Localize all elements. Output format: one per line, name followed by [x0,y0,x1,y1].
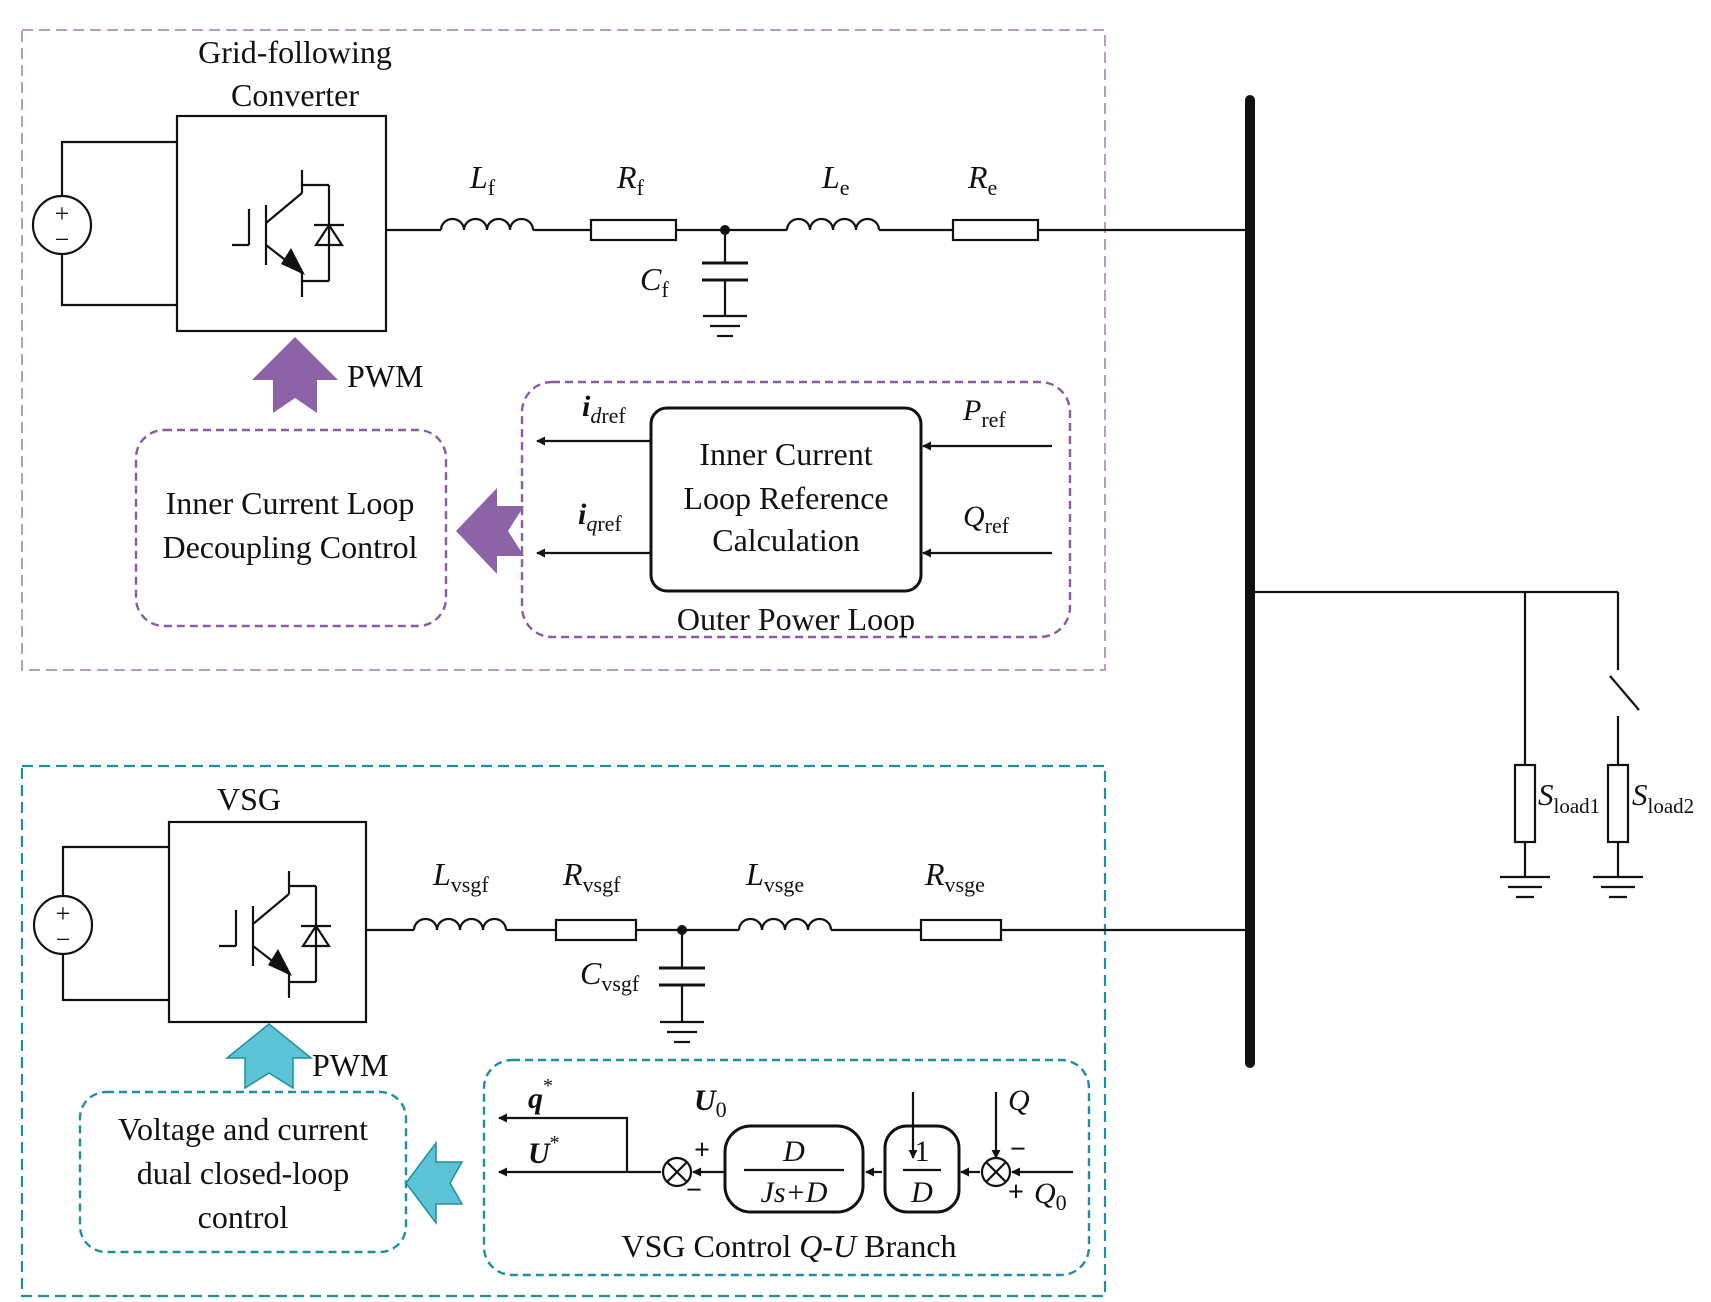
svg-text:−: − [55,225,70,254]
vsg-qu-branch-label: VSG Control Q-U Branch [621,1228,956,1264]
vsg-control-flow-arrow [405,1140,464,1226]
gfl-inner-loop-line2: Decoupling Control [162,529,417,565]
gfl-pref-label: Pref [962,394,1006,432]
svg-text:+: + [56,899,71,928]
svg-text:−: − [56,925,71,954]
vsg-inner-loop-line1: Voltage and current [118,1111,368,1147]
gfl-outer-loop-label: Outer Power Loop [677,601,915,637]
vsg-inner-loop-box [78,1090,408,1254]
gfl-outer-loop-box [520,380,1072,639]
gfl-pwm-arrow [252,337,338,413]
gfl-resistor-f [589,218,678,242]
vsg-sum-junction-u [661,1156,693,1188]
gfl-resistor-e [951,218,1040,242]
vsg-plus-sign-q0: + [1008,1177,1024,1208]
gfl-inner-loop-box [134,428,448,628]
vsg-block-inertia-num: D [782,1135,805,1168]
vsg-qu-control-wiring [498,1092,1073,1177]
vsg-resistor-f-label: Rvsgf [562,856,621,897]
vsg-resistor-e-label: Rvsge [924,856,985,897]
vsg-ac-line [366,917,1246,1044]
gfl-control-flow-arrow [456,488,524,574]
vsg-block-inertia [723,1124,865,1214]
vsg-pwm-label: PWM [312,1047,388,1083]
vsg-inductor-e-label: Lvsge [745,856,804,897]
vsg-resistor-f [554,918,638,942]
vsg-dc-source: + − [32,845,169,1002]
gfl-inductor-e-label: Le [821,159,850,200]
vsg-block-inertia-den: Js+D [761,1176,828,1209]
gfl-dc-source: + − [31,140,177,307]
vsg-block-droop-den: D [910,1176,933,1209]
vsg-u0-label: U0 [694,1084,727,1122]
gfl-resistor-f-label: Rf [616,159,645,200]
vsg-inner-loop-line3: control [198,1199,289,1235]
vsg-pwm-arrow [224,1023,314,1090]
load2-label: Sload2 [1632,777,1694,818]
gfl-ac-line [386,217,1246,338]
gfl-title-line1: Grid-following [198,34,392,70]
load2-resistor [1606,763,1630,844]
gfl-qref-label: Qref [963,500,1010,538]
gfl-pwm-label: PWM [347,358,423,394]
gfl-ref-calc-line3: Calculation [712,522,860,558]
vsg-u-star-label: U* [528,1132,560,1170]
vsg-minus-sign-q: − [1010,1134,1026,1165]
gfl-idref-label: idref [582,390,626,428]
vsg-section-border [20,764,1107,1298]
vsg-block-droop [883,1124,961,1214]
gfl-title-line2: Converter [231,77,359,113]
vsg-capacitor-f-label: Cvsgf [580,955,640,996]
gfl-converter-box [175,114,388,333]
vsg-resistor-e [919,918,1003,942]
gfl-capacitor-f-label: Cf [640,261,669,302]
vsg-q-star-label: q* [528,1075,553,1115]
gfl-ref-calc-box [649,406,923,593]
load-feeder [1250,590,1643,899]
load1-resistor [1513,763,1537,844]
vsg-converter-box [167,820,368,1024]
svg-text:+: + [55,199,70,228]
load2-switch [1609,675,1640,711]
vsg-block-droop-num: 1 [915,1135,930,1168]
load1-label: Sload1 [1538,777,1600,818]
gfl-resistor-e-label: Re [967,159,997,200]
vsg-plus-sign-u0: + [694,1135,710,1166]
vsg-qu-branch-box [482,1058,1091,1277]
vsg-q0-label: Q0 [1034,1177,1067,1215]
gfl-section-border [21,29,1106,671]
gfl-ref-calc-line2: Loop Reference [683,480,888,516]
gfl-iqref-label: iqref [578,498,622,536]
vsg-inductor-f-label: Lvsgf [432,856,489,897]
gfl-inductor-f-label: Lf [469,159,496,200]
gfl-ref-calc-line1: Inner Current [699,436,872,472]
gfl-inner-loop-line1: Inner Current Loop [166,485,415,521]
vsg-q-input-label: Q [1008,1084,1030,1117]
vsg-title: VSG [217,781,281,817]
vsg-sum-junction-q [980,1156,1012,1188]
vsg-minus-sign-u: − [686,1175,702,1206]
vsg-inner-loop-line2: dual closed-loop [137,1155,349,1191]
